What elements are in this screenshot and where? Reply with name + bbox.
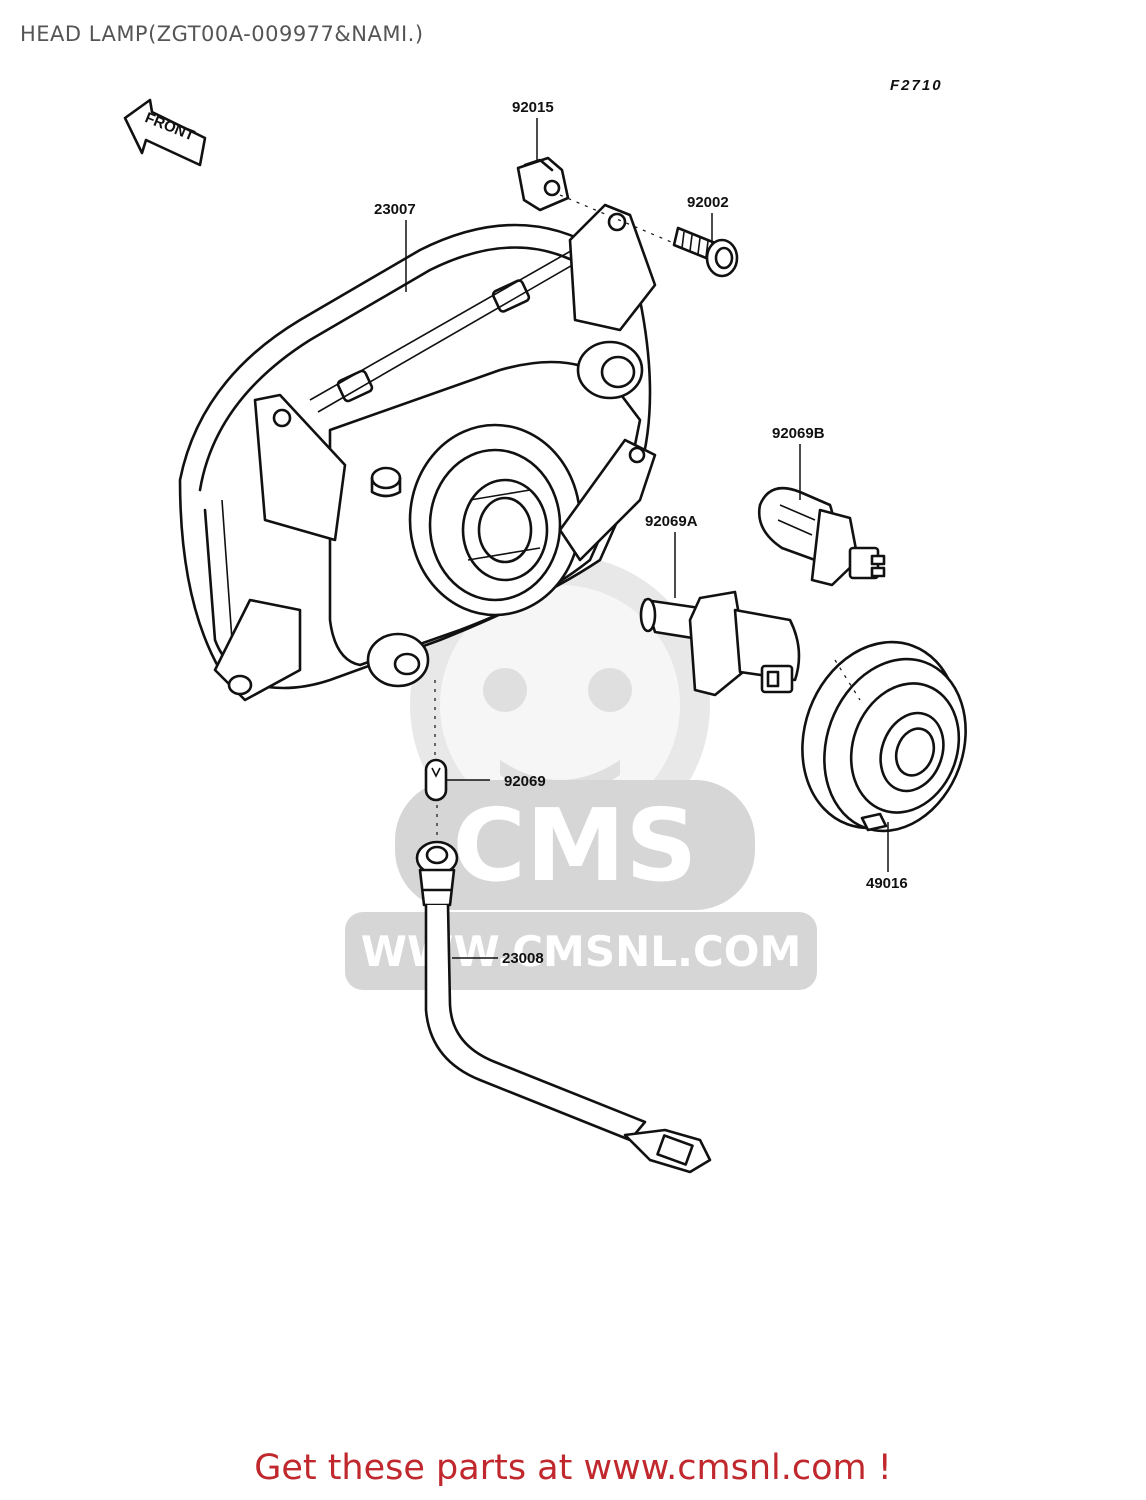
small-bulb-92069 — [424, 758, 448, 802]
leader-lines — [405, 118, 889, 959]
cta-suffix: ! — [866, 1448, 892, 1488]
watermark-url-badge — [345, 912, 817, 990]
label-23007: 23007 — [374, 201, 416, 218]
bulb-92069b — [757, 486, 886, 587]
bulb-92069a — [639, 590, 801, 697]
front-arrow-icon: FRONT — [123, 98, 207, 167]
label-92015: 92015 — [512, 99, 554, 116]
dust-cover — [801, 640, 967, 833]
watermark-brand: CMS — [453, 787, 698, 904]
bolt — [672, 226, 739, 278]
figure-code: F2710 — [890, 77, 943, 94]
watermark-brand-badge — [395, 780, 755, 910]
label-23008: 23008 — [502, 950, 544, 967]
label-92002: 92002 — [687, 194, 729, 211]
headlamp-housing — [178, 203, 657, 702]
clip-nut — [516, 156, 570, 212]
label-92069: 92069 — [504, 773, 546, 790]
label-92069a: 92069A — [645, 513, 698, 530]
cta-prefix: Get these parts at — [254, 1448, 584, 1488]
cta-link[interactable]: www.cmsnl.com — [583, 1448, 867, 1488]
cta-banner: Get these parts at www.cmsnl.com ! — [0, 1448, 1146, 1488]
label-49016: 49016 — [866, 875, 908, 892]
socket-wire — [415, 840, 712, 1174]
page-title: HEAD LAMP(ZGT00A-009977&NAMI.) — [20, 22, 424, 46]
label-92069b: 92069B — [772, 425, 825, 442]
